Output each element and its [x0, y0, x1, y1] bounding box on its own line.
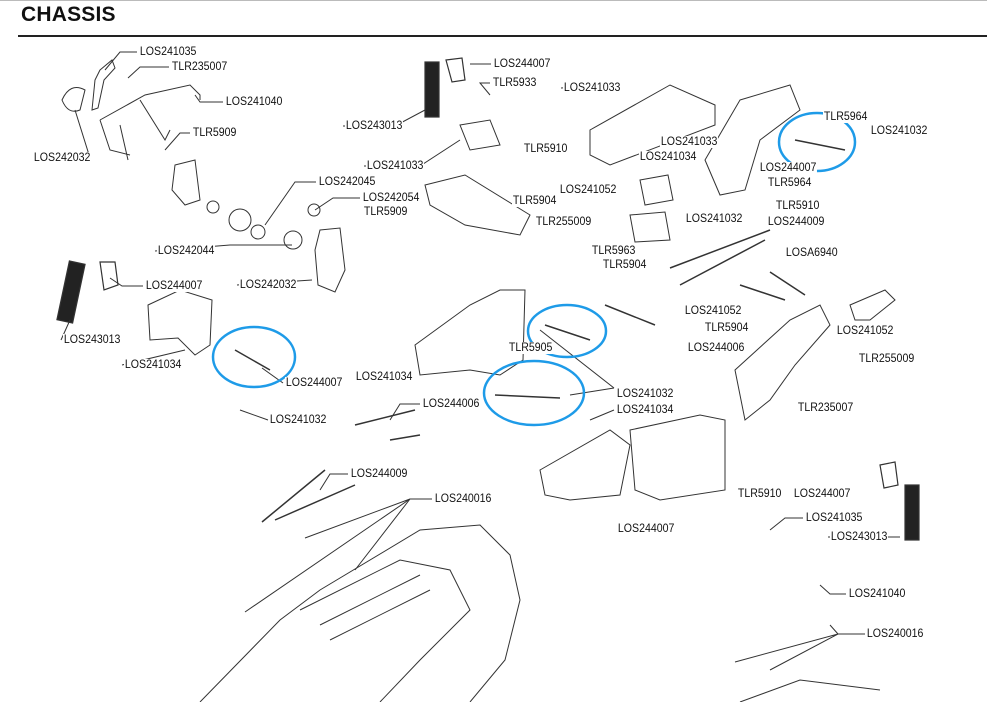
- title-rule: [18, 35, 987, 37]
- part-number-label: TLR235007: [797, 402, 855, 414]
- chassis-plates: [147, 84, 896, 501]
- part-number-label: LOS242054: [362, 192, 421, 204]
- part-number-label: LOS241032: [685, 213, 744, 225]
- shock-left: [56, 57, 920, 541]
- part-number-label: LOS241032: [616, 388, 675, 400]
- part-number-label: LOS241040: [225, 96, 284, 108]
- part-number-label: LOS241035: [139, 46, 198, 58]
- part-number-label: LOS244007: [285, 377, 344, 389]
- part-number-label: LOS241032: [870, 125, 929, 137]
- leader-lines: [60, 51, 900, 671]
- roll-bar: [61, 59, 201, 206]
- part-number-label: TLR5964: [823, 111, 869, 123]
- part-number-label: TLR5963: [591, 245, 637, 257]
- part-number-label: TLR255009: [535, 216, 593, 228]
- part-number-label: LOS242045: [318, 176, 377, 188]
- part-number-label: LOS244009: [767, 216, 826, 228]
- part-number-label: TLR255009: [858, 353, 916, 365]
- part-number-label: LOS240016: [866, 628, 925, 640]
- part-number-label: LOS244006: [422, 398, 481, 410]
- part-number-label: LOS244007: [759, 162, 818, 174]
- part-number-label: LOSA6940: [785, 247, 839, 259]
- gearbox: [206, 200, 346, 293]
- page-title: CHASSIS: [21, 3, 116, 26]
- part-number-label: TLR235007: [171, 61, 229, 73]
- part-number-label: LOS241034: [639, 151, 698, 163]
- part-number-label: LOS243013: [63, 334, 122, 346]
- part-number-label: LOS241033: [563, 82, 622, 94]
- part-number-label: TLR5909: [192, 127, 238, 139]
- part-number-label: LOS244009: [350, 468, 409, 480]
- part-number-label: LOS241040: [848, 588, 907, 600]
- part-number-label: TLR5933: [492, 77, 538, 89]
- part-number-label: LOS244007: [493, 58, 552, 70]
- highlight-circle: [482, 359, 586, 427]
- part-number-label: TLR5904: [704, 322, 750, 334]
- links: [234, 139, 846, 523]
- part-number-label: LOS240016: [434, 493, 493, 505]
- part-number-label: TLR5904: [512, 195, 558, 207]
- part-number-label: LOS243013: [830, 531, 889, 543]
- highlight-circle: [211, 325, 297, 389]
- part-number-label: LOS242044: [157, 245, 216, 257]
- part-number-label: LOS241034: [616, 404, 675, 416]
- part-number-label: LOS241034: [124, 359, 183, 371]
- part-number-label: LOS241052: [836, 325, 895, 337]
- part-number-label: LOS244007: [145, 280, 204, 292]
- part-number-label: LOS244007: [793, 488, 852, 500]
- part-number-label: TLR5909: [363, 206, 409, 218]
- part-number-label: LOS241033: [660, 136, 719, 148]
- part-number-label: LOS242032: [239, 279, 298, 291]
- battery-tray: [424, 84, 716, 243]
- part-number-label: LOS241032: [269, 414, 328, 426]
- part-number-label: TLR5905: [508, 342, 554, 354]
- part-number-label: LOS243013: [345, 120, 404, 132]
- part-number-label: LOS244007: [617, 523, 676, 535]
- part-number-label: LOS241052: [559, 184, 618, 196]
- part-number-label: LOS241033: [366, 160, 425, 172]
- part-number-label: LOS241052: [684, 305, 743, 317]
- page-top-border: [0, 0, 987, 1]
- part-number-label: TLR5904: [602, 259, 648, 271]
- part-number-label: LOS241034: [355, 371, 414, 383]
- part-number-label: LOS241035: [805, 512, 864, 524]
- body-shell: [199, 524, 881, 702]
- part-number-label: TLR5964: [767, 177, 813, 189]
- part-number-label: LOS244006: [687, 342, 746, 354]
- part-number-label: TLR5910: [737, 488, 783, 500]
- part-number-label: TLR5910: [775, 200, 821, 212]
- part-number-label: TLR5910: [523, 143, 569, 155]
- highlight-circle: [526, 303, 608, 359]
- part-number-label: LOS242032: [33, 152, 92, 164]
